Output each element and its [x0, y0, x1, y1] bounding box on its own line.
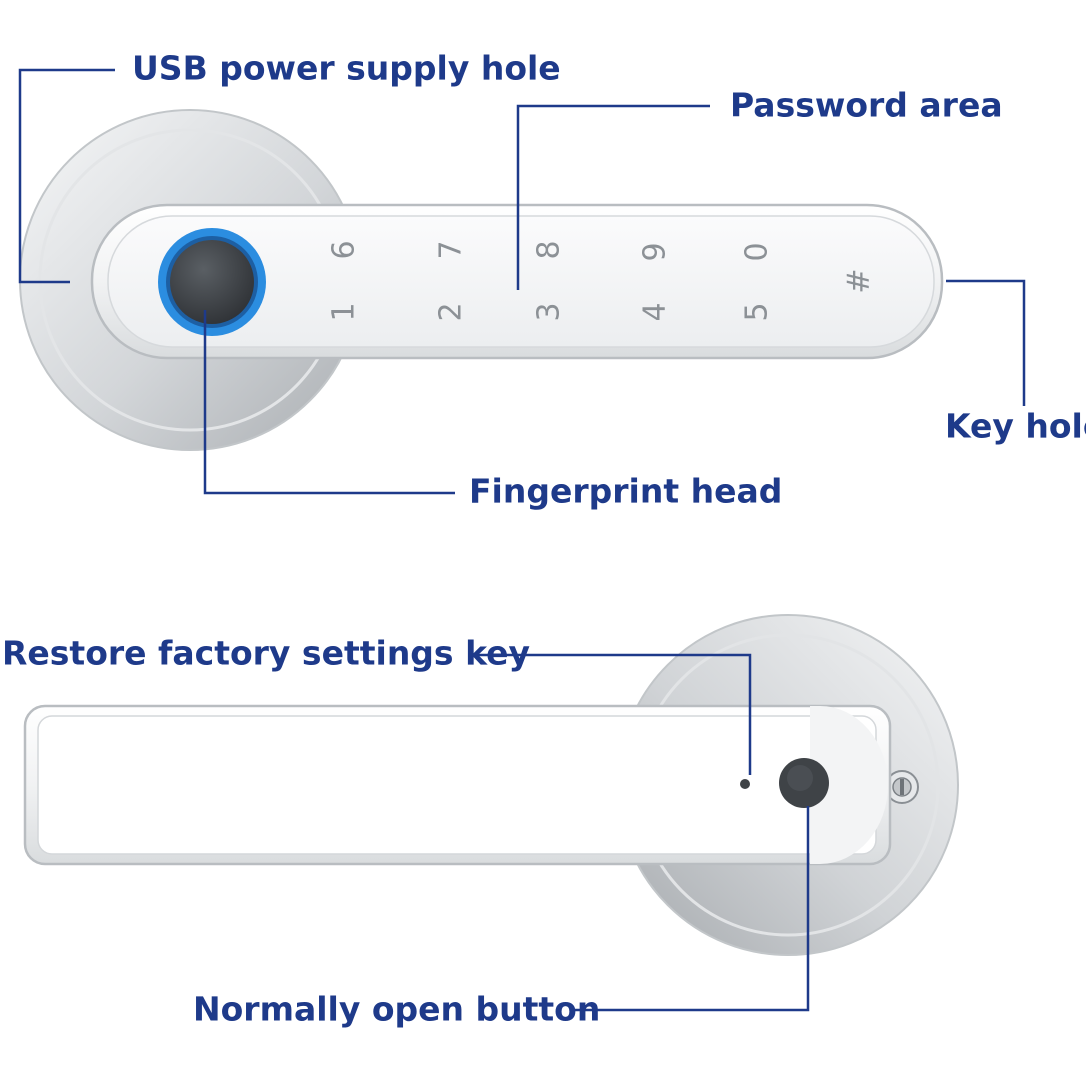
rear-lock — [23, 614, 959, 956]
fingerprint-sensor-icon[interactable] — [158, 228, 266, 336]
label-normally-open-button: Normally open button — [193, 990, 600, 1029]
label-usb-power-supply-hole: USB power supply hole — [132, 49, 561, 88]
fingerprint-sensor-surface — [170, 240, 254, 324]
leader-restore — [473, 653, 752, 775]
label-key-hole: Key hole — [945, 407, 1086, 446]
key-0[interactable]: 0 — [740, 242, 775, 261]
key-2[interactable]: 2 — [434, 302, 469, 321]
handle-rear-end — [810, 706, 888, 864]
label-restore-factory-settings-key: Restore factory settings key — [2, 634, 530, 673]
leader-fingerprint — [203, 310, 455, 495]
leader-lines — [18, 68, 1026, 1012]
leader-keyhole — [946, 279, 1026, 406]
leader-usb — [18, 68, 115, 284]
key-5[interactable]: 5 — [740, 302, 775, 321]
key-6[interactable]: 6 — [327, 240, 362, 259]
key-4[interactable]: 4 — [638, 302, 673, 321]
key-cylinder-icon — [885, 770, 919, 804]
front-lock: 6 7 8 9 0 1 2 3 4 5 # — [19, 109, 944, 451]
key-7[interactable]: 7 — [434, 240, 469, 259]
handle-front-face — [107, 215, 935, 348]
leader-password — [516, 104, 710, 290]
label-password-area: Password area — [730, 86, 1003, 125]
keypad: 6 7 8 9 0 1 2 3 4 5 # — [327, 240, 877, 321]
pinhole-icon[interactable] — [740, 779, 750, 789]
key-3[interactable]: 3 — [532, 302, 567, 321]
label-fingerprint-head: Fingerprint head — [469, 472, 782, 511]
key-1[interactable]: 1 — [327, 302, 362, 321]
key-hash[interactable]: # — [842, 268, 877, 293]
leader-normally-open — [572, 806, 810, 1012]
key-8[interactable]: 8 — [532, 240, 567, 259]
key-9[interactable]: 9 — [638, 242, 673, 261]
callout-labels: USB power supply hole Password area Key … — [2, 49, 1086, 1029]
round-button-icon[interactable] — [779, 758, 829, 808]
